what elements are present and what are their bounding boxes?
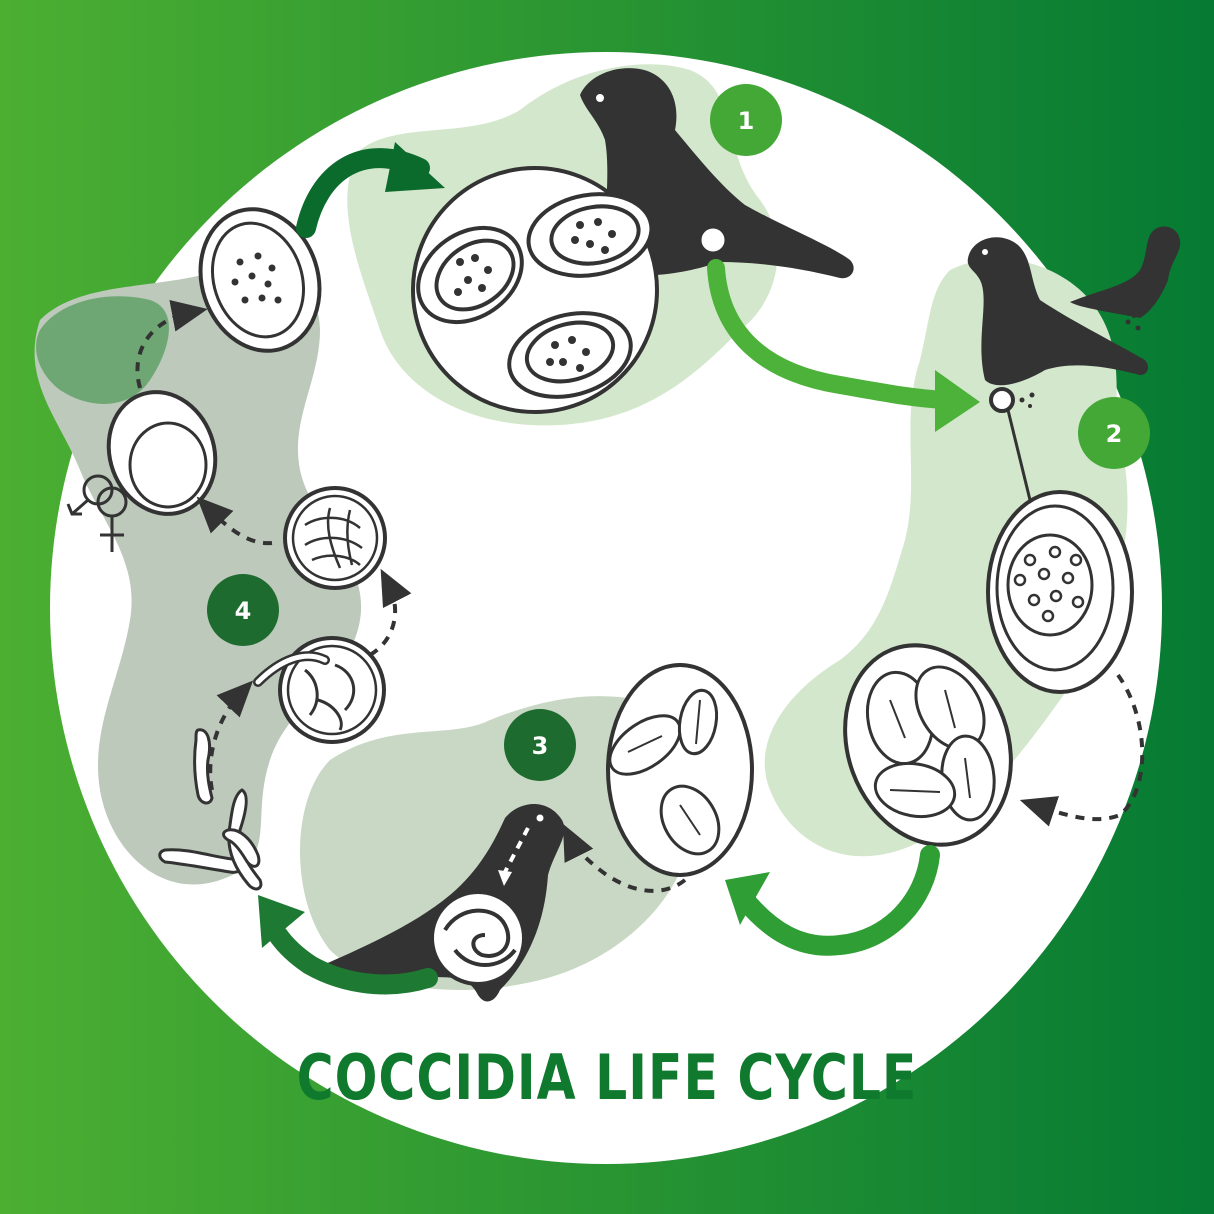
sporozoites (158, 728, 263, 891)
pigeon-pair-icon (967, 226, 1181, 386)
magnifier-connector (654, 223, 730, 272)
step-badge-3: 3 (504, 709, 576, 781)
step-badge-1: 1 (710, 84, 782, 156)
step-number: 4 (235, 597, 252, 625)
step-number: 2 (1106, 420, 1123, 448)
solid-arrows (258, 142, 980, 995)
oocyst-dots (454, 218, 616, 372)
step-badge-4: 4 (207, 574, 279, 646)
gamete-cell (106, 390, 218, 516)
step-number: 3 (532, 732, 549, 760)
schizont-early (253, 636, 386, 744)
unsporulated-oocyst-stage-2 (986, 490, 1134, 694)
new-oocyst-stage-4 (198, 207, 322, 353)
schizont-mature (283, 486, 387, 590)
pigeon-ingesting-icon (318, 804, 565, 1002)
oocyst-shed-connector (989, 387, 1035, 501)
male-female-icon (66, 474, 128, 552)
sporulated-oocyst (606, 663, 754, 877)
step-number: 1 (738, 107, 755, 135)
dashed-arrows (135, 300, 1145, 893)
oocyst-inset-stage-1 (411, 166, 659, 414)
sporulating-oocyst (843, 643, 1013, 847)
step-badge-2: 2 (1078, 397, 1150, 469)
diagram-title: COCCIDIA LIFE CYCLE (296, 1042, 918, 1115)
